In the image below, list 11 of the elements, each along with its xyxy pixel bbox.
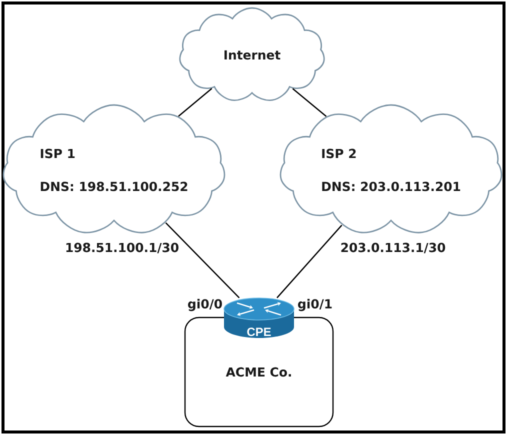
cloud: Internet bbox=[179, 7, 325, 101]
port-label: gi0/1 bbox=[298, 298, 332, 312]
edge-label: 198.51.100.1/30 bbox=[64, 242, 180, 254]
connector-line bbox=[292, 88, 327, 117]
edge-label: 203.0.113.1/30 bbox=[339, 242, 447, 254]
connector-line bbox=[178, 88, 212, 117]
cloud: ISP 2 DNS: 203.0.113.201 bbox=[280, 104, 502, 234]
port-label: gi0/0 bbox=[188, 298, 222, 312]
connector-line bbox=[276, 224, 342, 298]
cloud: ISP 1 DNS: 198.51.100.252 bbox=[2, 104, 226, 234]
connector-line bbox=[165, 222, 240, 298]
